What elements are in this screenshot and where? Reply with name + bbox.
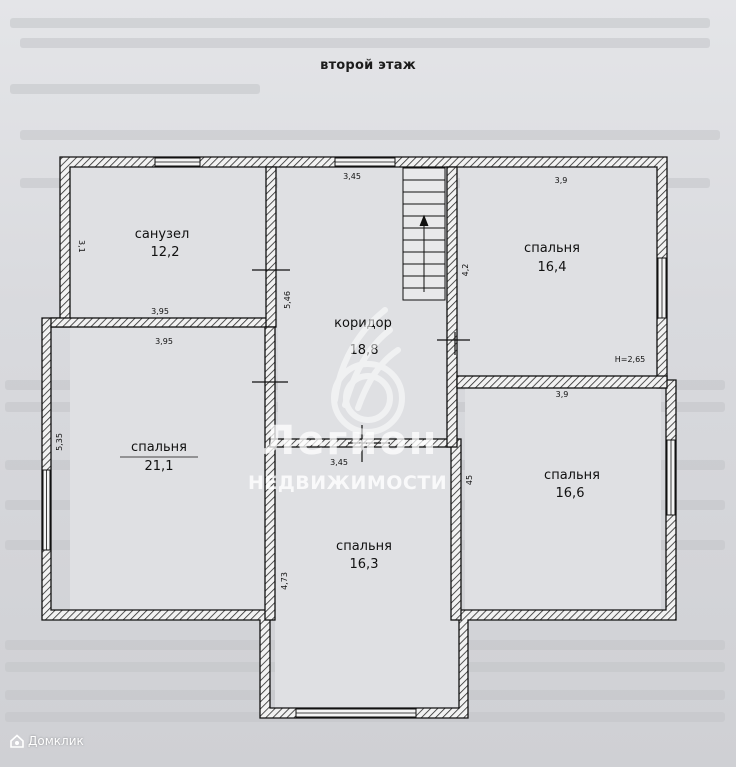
house-icon	[10, 734, 24, 748]
faded-text-line	[20, 130, 720, 140]
dim-west-bedroom-width: 3,95	[155, 337, 173, 346]
wall-ne-bedroom-left	[446, 166, 458, 448]
room-name-bedroom-se: спальня	[544, 468, 600, 483]
dim-ceiling-height: H=2,65	[615, 355, 646, 364]
faded-text-line	[10, 84, 260, 94]
room-name-bedroom-center: спальня	[336, 539, 392, 554]
staircase	[402, 167, 446, 301]
dim-se-bedroom-height: 45	[465, 475, 474, 485]
dim-corridor-top-width: 3,45	[343, 172, 361, 181]
dim-corridor-height: 5,46	[283, 291, 292, 309]
room-name-bedroom-ne: спальня	[524, 241, 580, 256]
room-area-sanuzel: 12,2	[151, 245, 180, 260]
room-area-bedroom-west: 21,1	[145, 459, 174, 474]
domclick-logo[interactable]: Домклик	[10, 734, 84, 748]
wall-sanuzel-bottom	[50, 317, 271, 328]
domclick-logo-text: Домклик	[28, 734, 84, 748]
dim-ne-bedroom-width: 3,9	[555, 176, 568, 185]
room-name-sanuzel: санузел	[135, 227, 190, 242]
wall-ne-bedroom-bottom	[456, 375, 668, 389]
floor-title: второй этаж	[320, 58, 416, 73]
dim-sanuzel-width: 3,95	[151, 307, 169, 316]
dim-se-bedroom-width: 3,9	[556, 390, 569, 399]
faded-text-line	[10, 18, 710, 28]
watermark-subtitle: НЕДВИЖИМОСТИ	[248, 472, 448, 494]
dim-sanuzel-height: 3,1	[77, 240, 86, 253]
door-markers	[252, 269, 470, 462]
dim-ne-bedroom-height: 4,2	[461, 264, 470, 277]
dim-center-bedroom-height: 4,73	[280, 572, 289, 590]
room-area-bedroom-se: 16,6	[556, 486, 585, 501]
watermark-brand: Легион	[262, 418, 439, 464]
room-area-bedroom-center: 16,3	[350, 557, 379, 572]
window-glass-lines	[46, 161, 672, 714]
room-area-bedroom-ne: 16,4	[538, 260, 567, 275]
room-name-bedroom-west: спальня	[131, 440, 187, 455]
dim-west-bedroom-height: 5,35	[55, 433, 64, 451]
watermark-logo	[331, 307, 405, 435]
wall-west-bedroom-right	[264, 326, 276, 621]
dim-center-bedroom-width: 3,45	[330, 458, 348, 467]
faded-text-line	[20, 38, 710, 48]
